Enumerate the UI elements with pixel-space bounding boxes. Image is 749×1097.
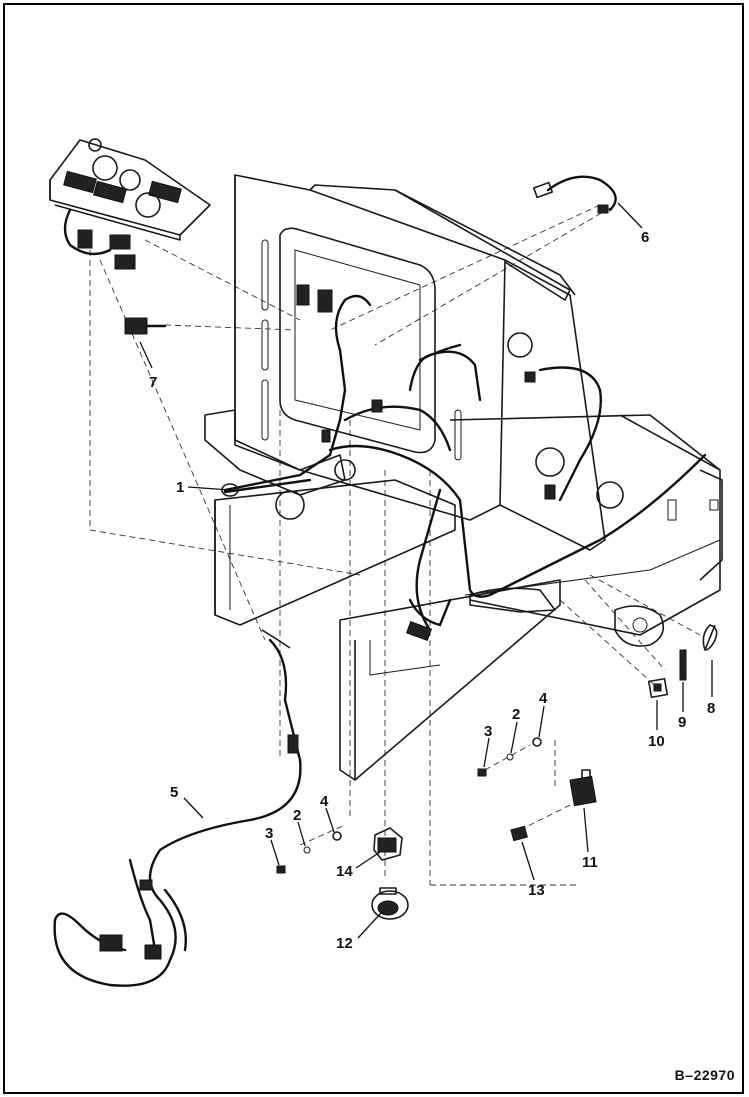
callout-8: 8: [707, 700, 715, 717]
part-13-connector: [510, 825, 528, 842]
figure-reference-number: B–22970: [674, 1067, 735, 1083]
callout-10: 10: [648, 733, 665, 750]
leader-lines: [139, 202, 713, 939]
hardware-left: [276, 831, 342, 874]
callout-1: 1: [176, 479, 184, 496]
part-9-sleeve: [679, 649, 687, 681]
callout-14: 14: [336, 863, 353, 880]
part-3-screw-left: [276, 865, 286, 874]
callout-5: 5: [170, 784, 178, 801]
part-6-jumper-harness: [532, 175, 617, 214]
callout-2-right: 2: [512, 706, 520, 723]
callout-11: 11: [582, 854, 598, 871]
part-10-clip: [647, 677, 669, 699]
part-5-harness: [53, 629, 302, 987]
callout-3-right: 3: [484, 723, 492, 740]
callout-6: 6: [641, 229, 649, 246]
part-4-nut-right: [532, 737, 542, 747]
mounting-frame: [204, 174, 723, 781]
callout-labels: 1 2 2 3 3 4 4 5 6 7 8 9 10 11 12 13 14: [149, 229, 715, 952]
part-14-switch: [373, 827, 403, 861]
part-2-washer-right: [506, 753, 514, 761]
part-11-relay: [569, 769, 597, 807]
callout-13: 13: [528, 882, 545, 899]
hardware-right: [477, 737, 542, 777]
callout-3-left: 3: [265, 825, 273, 842]
part-3-screw-right: [477, 768, 487, 777]
assembly-dashed-lines: [89, 204, 701, 886]
callout-12: 12: [336, 935, 353, 952]
callout-4-right: 4: [539, 690, 548, 707]
instrument-panel: [49, 138, 211, 270]
callout-9: 9: [678, 714, 686, 731]
part-2-washer-left: [303, 846, 311, 854]
callout-7: 7: [149, 374, 157, 391]
callout-4-left: 4: [320, 793, 329, 810]
part-7-relay: [124, 317, 167, 335]
part-8-tie: [702, 624, 718, 651]
part-12-key-switch: [371, 887, 409, 920]
main-wire-harness: [221, 284, 707, 642]
callout-2-left: 2: [293, 807, 301, 824]
part-4-nut-left: [332, 831, 342, 841]
